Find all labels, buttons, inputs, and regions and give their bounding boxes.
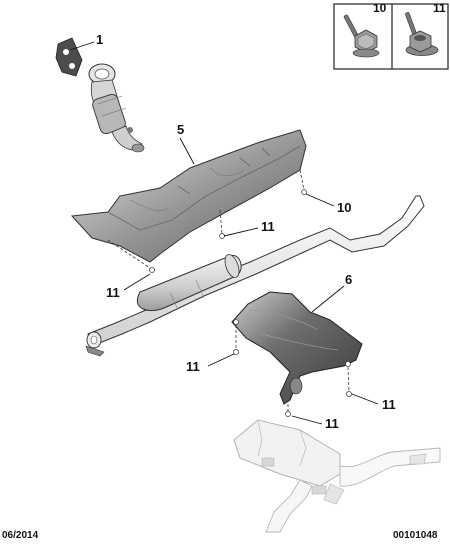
callout-11-left: 11 [106,285,120,300]
callout-10: 10 [337,200,352,215]
leader-lines [69,41,379,425]
callout-11-lower: 11 [325,416,339,431]
callout-11-middle: 11 [186,359,200,374]
catalytic-converter-part [55,37,145,153]
footer-reference: 00101048 [393,530,438,541]
callout-6: 6 [345,272,353,287]
callout-1: 1 [96,32,104,47]
bolt-10-icon [343,14,380,58]
callout-11-right: 11 [382,397,396,412]
nut-11-icon [405,12,439,56]
fastener-inset [333,3,449,70]
rear-silencer-part [233,419,441,533]
intermediate-pipe-part [85,195,425,357]
heat-shield-upper-part [70,129,307,273]
inset-label-10: 10 [373,1,387,15]
heat-shield-lower-part [231,291,363,417]
callout-5: 5 [177,122,185,137]
callout-11-upper: 11 [261,219,275,234]
inset-label-11: 11 [433,1,446,15]
footer-date: 06/2014 [2,530,39,541]
